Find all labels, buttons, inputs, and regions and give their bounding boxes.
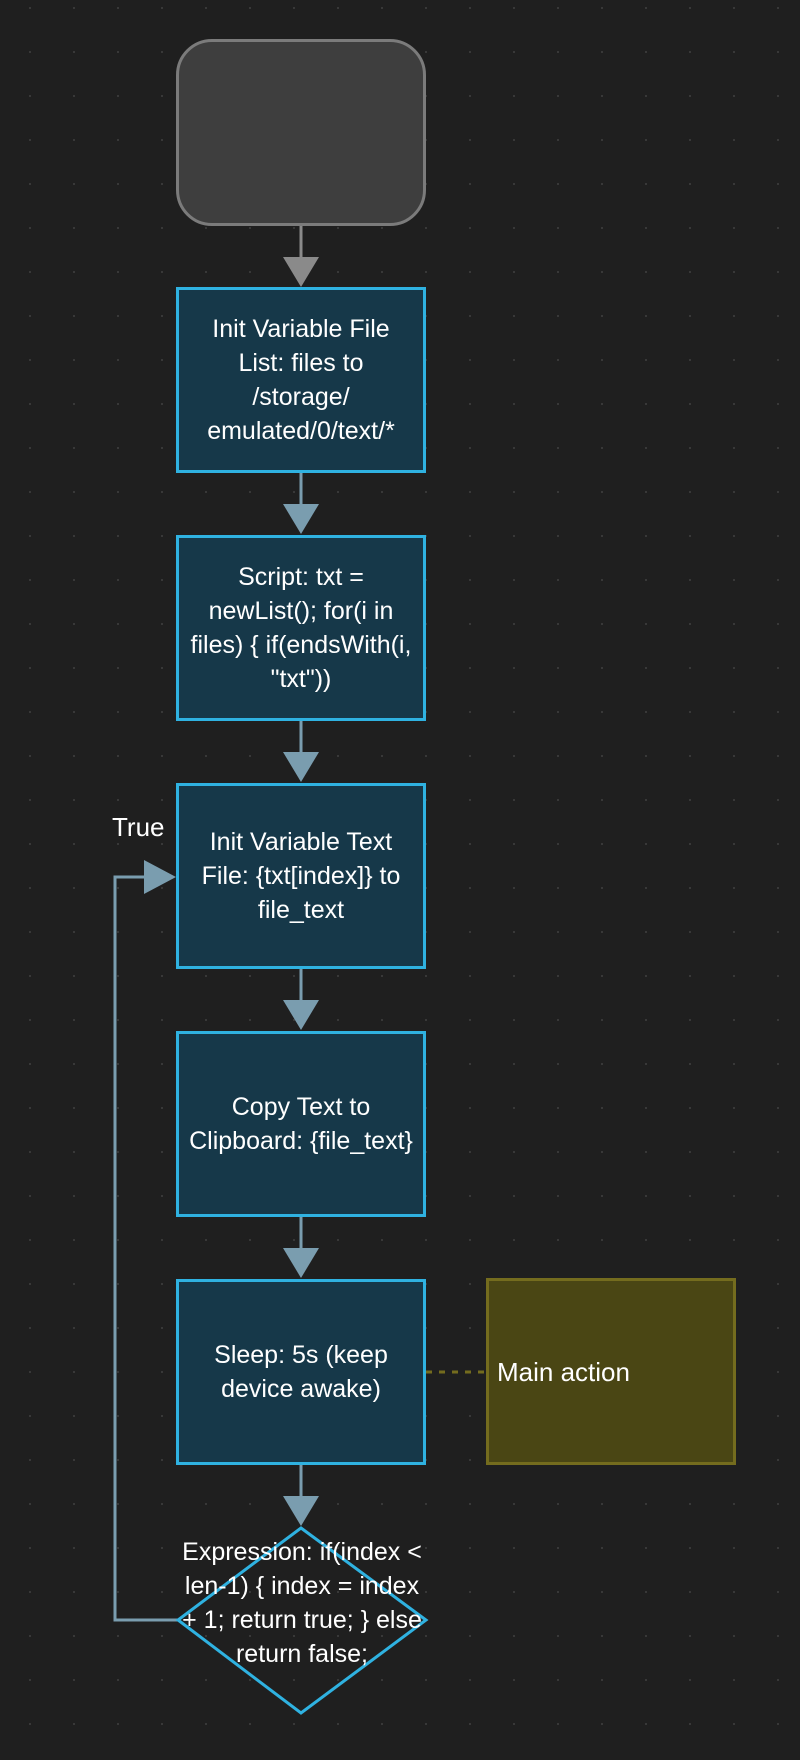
script-node[interactable]: Script: txt = newList(); for(i in files)…	[176, 535, 426, 721]
init-file-list-node[interactable]: Init Variable File List: files to /stora…	[176, 287, 426, 473]
arrowhead-1-to-2	[283, 504, 319, 534]
arrowhead-2-to-3	[283, 752, 319, 782]
decision-diamond	[175, 1526, 429, 1715]
main-action-note[interactable]: Main action	[486, 1278, 736, 1465]
start-node[interactable]	[176, 39, 426, 226]
copy-clipboard-node[interactable]: Copy Text to Clipboard: {file_text}	[176, 1031, 426, 1217]
init-text-file-node[interactable]: Init Variable Text File: {txt[index]} to…	[176, 783, 426, 969]
decision-expression-text[interactable]: Expression: if(index < len-1) { index = …	[182, 1538, 422, 1668]
sleep-node[interactable]: Sleep: 5s (keep device awake)	[176, 1279, 426, 1465]
arrowhead-4-to-5	[283, 1248, 319, 1278]
arrowhead-5-to-decision	[283, 1496, 319, 1526]
arrowhead-start	[283, 257, 319, 287]
loop-back-connector	[113, 875, 178, 1622]
loop-true-label: True	[112, 812, 165, 842]
arrowhead-3-to-4	[283, 1000, 319, 1030]
loop-back-arrowhead	[144, 860, 176, 894]
